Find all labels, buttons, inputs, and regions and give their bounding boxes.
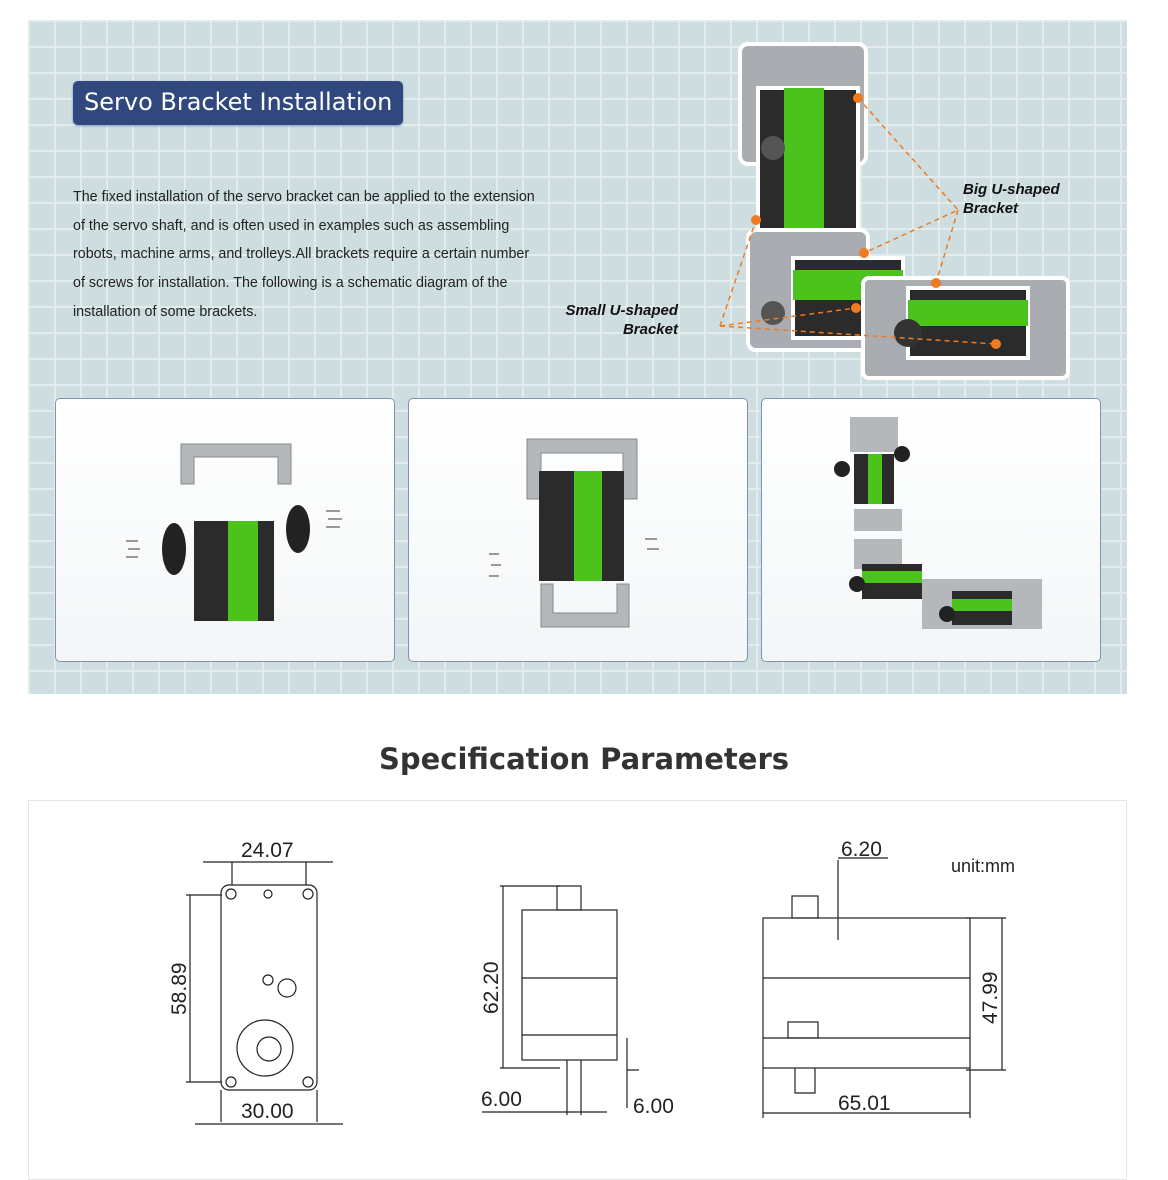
dim-horn: 6.20	[841, 838, 882, 861]
section-title: Servo Bracket Installation	[73, 81, 404, 125]
small-bracket-exploded-image	[489, 438, 659, 628]
bracket-installation-section: Servo Bracket Installation The fixed ins…	[28, 20, 1127, 694]
multi-servo-exploded-image	[834, 417, 1042, 629]
dim-shaft-right: 6.00	[633, 1095, 674, 1118]
dim-side-height: 62.20	[480, 961, 503, 1014]
panel-multi-servo	[761, 398, 1101, 662]
unit-label: unit:mm	[951, 856, 1015, 876]
dim-length: 65.01	[838, 1092, 891, 1115]
panel-small-bracket	[408, 398, 748, 662]
dimension-drawings: 24.07 30.00 58.89 62.20 6.00 6.00 6.20 4…	[168, 838, 1015, 1125]
small-bracket-label: Small U-shaped Bracket	[565, 302, 678, 338]
servo-assembly-illustration	[719, 42, 1070, 380]
dim-bottom-width: 30.00	[241, 1100, 294, 1123]
dim-top-width: 24.07	[241, 839, 294, 862]
big-bracket-exploded-image	[126, 443, 342, 621]
panel-big-bracket	[55, 398, 395, 662]
dim-body-height: 47.99	[979, 971, 1002, 1024]
dim-shaft-left: 6.00	[481, 1088, 522, 1111]
spec-heading: Specification Parameters	[378, 742, 790, 776]
big-bracket-label: Big U-shaped Bracket	[963, 181, 1060, 217]
dim-height: 58.89	[168, 962, 191, 1015]
section-description: The fixed installation of the servo brac…	[73, 189, 535, 320]
